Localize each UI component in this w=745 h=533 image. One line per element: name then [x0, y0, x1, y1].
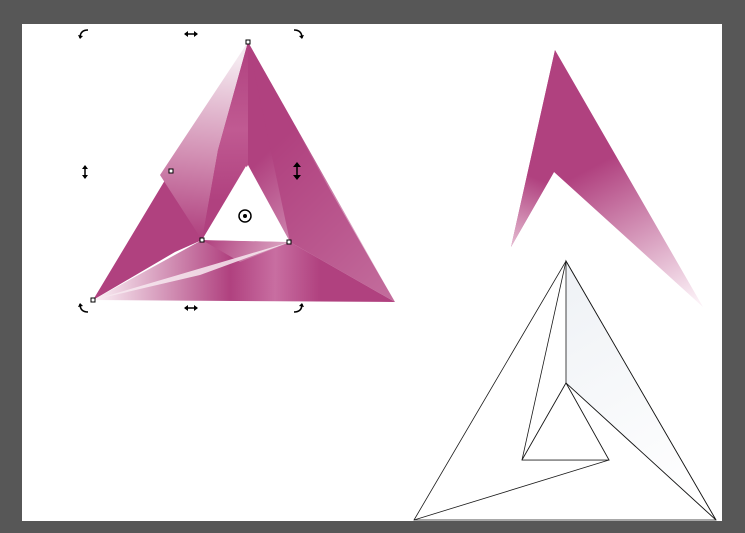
- triangle-spine-dark[interactable]: [202, 42, 248, 240]
- triangle-right-face-inner[interactable]: [248, 42, 395, 302]
- outlined-triangle[interactable]: [413, 259, 717, 521]
- shard-body[interactable]: [511, 50, 703, 307]
- node-handle[interactable]: [199, 237, 205, 243]
- transform-handles[interactable]: [78, 29, 304, 313]
- triangle-spine-light[interactable]: [160, 42, 248, 240]
- triangle-right-face[interactable]: [248, 42, 395, 302]
- rotation-center-icon[interactable]: [238, 209, 252, 223]
- outline-inner-edge[interactable]: [413, 459, 610, 521]
- node-handle[interactable]: [245, 39, 251, 45]
- triangle-bottom-highlight[interactable]: [93, 242, 290, 300]
- skew-top-handle[interactable]: [184, 31, 198, 37]
- skew-left-handle[interactable]: [82, 165, 88, 179]
- outline-outer[interactable]: [413, 260, 717, 521]
- outline-inner-hole: [521, 382, 610, 461]
- gradient-shard[interactable]: [511, 50, 703, 307]
- node-handle[interactable]: [168, 168, 174, 174]
- node-handles[interactable]: [90, 39, 292, 303]
- shard-foot[interactable]: [511, 50, 555, 247]
- skew-bottom-handle[interactable]: [184, 305, 198, 311]
- node-handle[interactable]: [90, 297, 96, 303]
- outline-right-inner[interactable]: [565, 382, 717, 521]
- selected-gradient-triangle[interactable]: [93, 42, 395, 302]
- skew-right-handle[interactable]: [293, 162, 301, 180]
- triangle-inner-hole: [202, 166, 290, 242]
- node-handle[interactable]: [286, 239, 292, 245]
- triangle-bottom-face[interactable]: [93, 240, 395, 302]
- triangle-bottom-inner[interactable]: [202, 240, 290, 262]
